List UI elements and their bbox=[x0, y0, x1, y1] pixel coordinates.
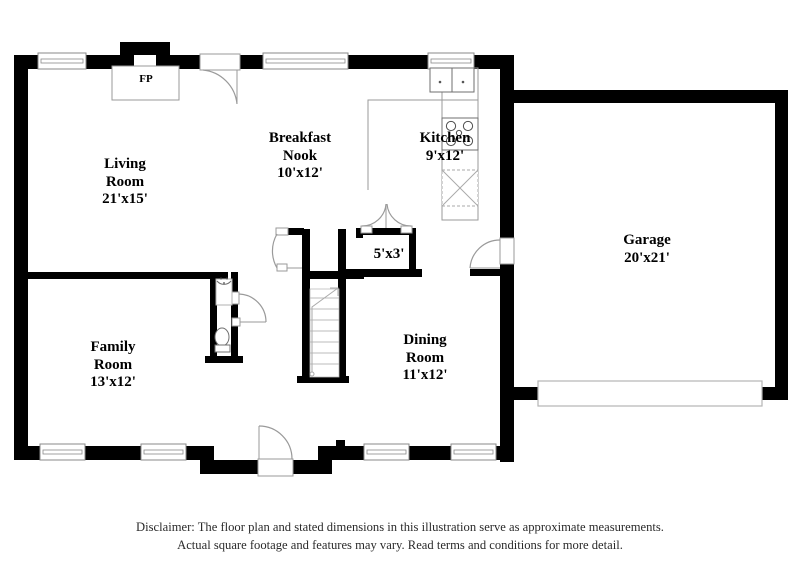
room-label-kitchen-name: Kitchen bbox=[420, 130, 471, 146]
door-garage-entry bbox=[469, 237, 515, 269]
disclaimer-line-1: Disclaimer: The floor plan and stated di… bbox=[136, 520, 664, 534]
room-label-kitchen-dims: 9'x12' bbox=[426, 148, 464, 164]
bathroom-fixtures bbox=[214, 277, 233, 353]
room-label-family-name2: Room bbox=[94, 357, 133, 373]
door-front bbox=[199, 53, 241, 105]
disclaimer: Disclaimer: The floor plan and stated di… bbox=[0, 518, 800, 554]
toilet-icon bbox=[214, 327, 231, 353]
vanity-sink-icon bbox=[216, 277, 232, 285]
window bbox=[39, 443, 86, 461]
disclaimer-line-2: Actual square footage and features may v… bbox=[177, 538, 623, 552]
floor-fill bbox=[14, 55, 788, 475]
fireplace-label: FP bbox=[139, 73, 153, 85]
door-bathroom bbox=[230, 291, 267, 327]
windows bbox=[37, 52, 497, 461]
room-label-nook-name2: Nook bbox=[283, 148, 318, 164]
room-label-living-name: Living bbox=[104, 156, 146, 172]
room-label-dining-name2: Room bbox=[406, 350, 445, 366]
window bbox=[450, 443, 497, 461]
door-rear bbox=[257, 425, 294, 477]
room-label-living-dims: 21'x15' bbox=[102, 191, 148, 207]
room-label-closet-dims: 5'x3' bbox=[374, 246, 405, 262]
room-label-dining-name: Dining bbox=[403, 332, 447, 348]
window bbox=[363, 443, 410, 461]
doors bbox=[199, 53, 515, 477]
window bbox=[140, 443, 187, 461]
window bbox=[262, 52, 349, 70]
room-label-dining-dims: 11'x12' bbox=[402, 367, 447, 383]
sink-icon bbox=[429, 67, 475, 93]
staircase bbox=[309, 287, 340, 378]
room-label-nook-name: Breakfast bbox=[269, 130, 331, 146]
door-closet-double bbox=[360, 203, 413, 234]
room-label-garage-name: Garage bbox=[623, 232, 671, 248]
room-label-living-name2: Room bbox=[106, 174, 145, 190]
room-label-family-name: Family bbox=[91, 339, 136, 355]
kitchen-fixtures bbox=[367, 67, 479, 221]
room-label-garage-dims: 20'x21' bbox=[624, 250, 670, 266]
garage-door bbox=[537, 380, 763, 407]
window bbox=[37, 52, 87, 70]
room-label-family-dims: 13'x12' bbox=[90, 374, 136, 390]
room-label-nook-dims: 10'x12' bbox=[277, 165, 323, 181]
dishwasher-icon bbox=[441, 169, 479, 207]
range-icon bbox=[441, 117, 479, 151]
door-hall bbox=[271, 227, 302, 272]
fireplace: FP bbox=[111, 65, 180, 101]
room-labels: Living Room 21'x15' Breakfast Nook 10'x1… bbox=[90, 130, 671, 390]
window bbox=[427, 52, 475, 70]
